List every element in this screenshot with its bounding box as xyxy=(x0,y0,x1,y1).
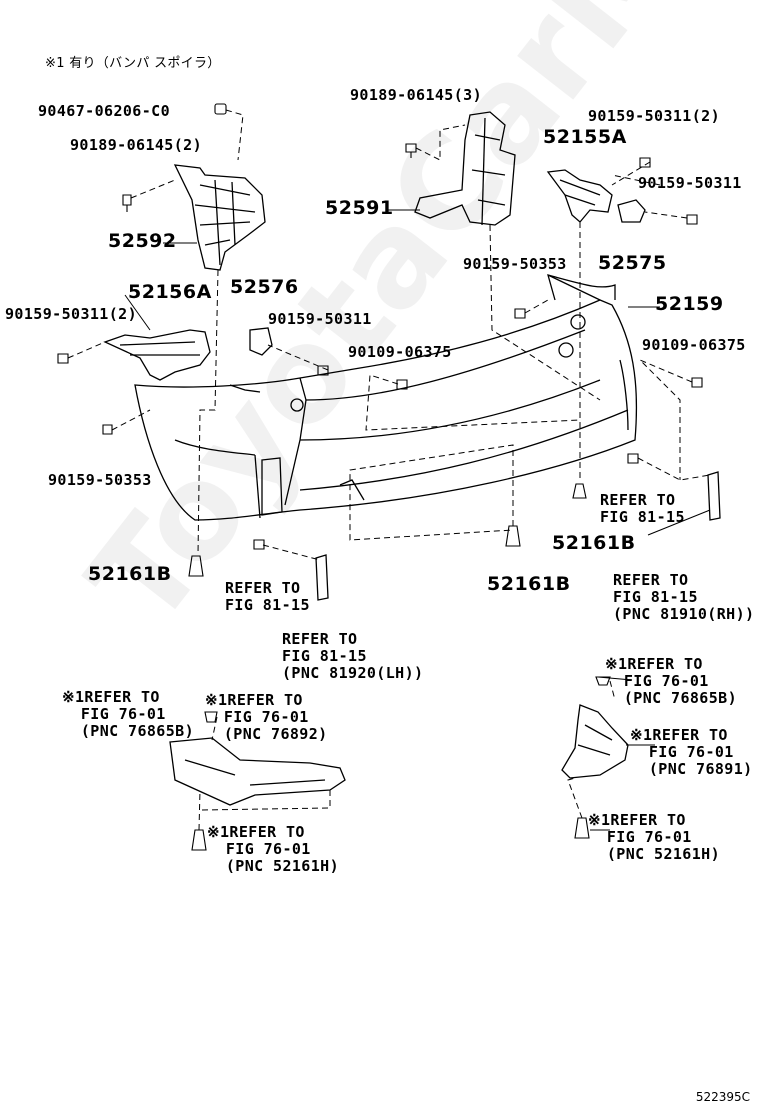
bracket-52155A xyxy=(546,169,613,223)
label-52161B-right: 52161B xyxy=(552,532,636,554)
label-52575: 52575 xyxy=(598,252,667,274)
label-52156A: 52156A xyxy=(128,281,212,303)
label-90109-06375-right: 90109-06375 xyxy=(642,336,746,354)
spoiler-lh xyxy=(169,737,346,806)
label-90159-50311-mid: 90159-50311 xyxy=(268,310,372,328)
label-90467-06206: 90467-06206-C0 xyxy=(38,102,171,120)
ref-fig-81-15-a: REFER TO FIG 81-15 xyxy=(225,579,310,614)
ref-fig-81-15-b: REFER TO FIG 81-15 xyxy=(600,491,685,526)
bracket-52592 xyxy=(173,164,266,271)
ref-52161H-left: ※1REFER TO FIG 76-01 (PNC 52161H) xyxy=(207,823,340,875)
label-90159-50353-top: 90159-50353 xyxy=(463,255,567,273)
bracket-52156A xyxy=(103,329,211,381)
ref-fig-81-15-rh: REFER TO FIG 81-15 (PNC 81910(RH)) xyxy=(613,571,755,623)
clip-52575 xyxy=(617,199,646,223)
label-90159-50311-2-right: 90159-50311(2) xyxy=(588,107,721,125)
label-90189-06145-2: 90189-06145(2) xyxy=(70,136,203,154)
ref-76892: ※1REFER TO FIG 76-01 (PNC 76892) xyxy=(205,691,328,743)
header-note: ※1 有り（バンパ スポイラ） xyxy=(45,56,221,71)
label-90189-06145-3: 90189-06145(3) xyxy=(350,86,483,104)
spoiler-rh xyxy=(561,704,629,779)
ref-fig-81-15-lh: REFER TO FIG 81-15 (PNC 81920(LH)) xyxy=(282,630,424,682)
label-52591: 52591 xyxy=(325,197,394,219)
ref-76865-right: ※1REFER TO FIG 76-01 (PNC 76865B) xyxy=(605,655,738,707)
reflector-rh xyxy=(707,471,721,521)
reflector-lh xyxy=(315,554,329,601)
label-52592: 52592 xyxy=(108,230,177,252)
diagram-id: 522395C xyxy=(695,1090,750,1104)
label-52159: 52159 xyxy=(655,293,724,315)
label-52576: 52576 xyxy=(230,276,299,298)
label-90109-06375-mid: 90109-06375 xyxy=(348,343,452,361)
label-52155A: 52155A xyxy=(543,126,627,148)
label-90159-50311-right: 90159-50311 xyxy=(638,174,742,192)
label-90159-50311-2-left: 90159-50311(2) xyxy=(5,305,138,323)
label-52161B-left: 52161B xyxy=(88,563,172,585)
ref-52161H-right: ※1REFER TO FIG 76-01 (PNC 52161H) xyxy=(588,811,721,863)
ref-76891: ※1REFER TO FIG 76-01 (PNC 76891) xyxy=(630,726,753,778)
ref-76865-left: ※1REFER TO FIG 76-01 (PNC 76865B) xyxy=(62,688,195,740)
bracket-52591 xyxy=(414,111,516,226)
label-90159-50353-left: 90159-50353 xyxy=(48,471,152,489)
label-52161B-mid: 52161B xyxy=(487,573,571,595)
retainer-52576 xyxy=(249,327,273,356)
